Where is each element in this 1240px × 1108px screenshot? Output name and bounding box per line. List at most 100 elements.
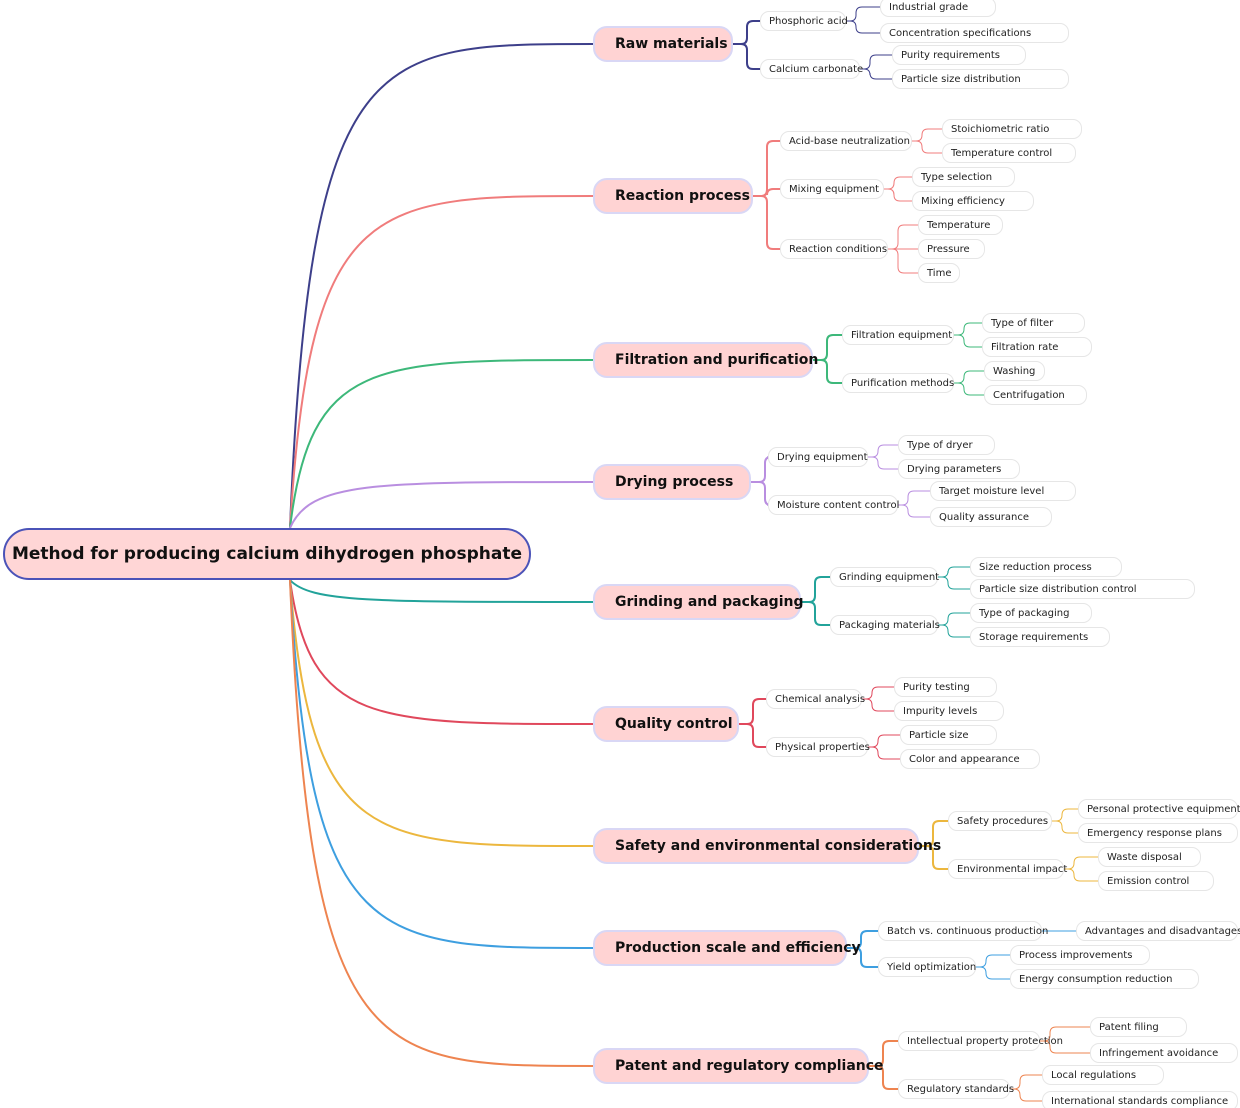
leaf-node-5-0-0[interactable]: Purity testing [894, 677, 997, 697]
sub-link-4-1 [800, 601, 831, 626]
leaf-node-1-2-1[interactable]: Pressure [918, 239, 985, 259]
leaf-node-6-0-0[interactable]: Personal protective equipment [1078, 799, 1240, 819]
leaf-link-5-1-0 [867, 734, 901, 748]
leaf-node-1-2-2[interactable]: Time [918, 263, 960, 283]
branch-link-4 [289, 579, 594, 603]
leaf-node-7-0-0[interactable]: Advantages and disadvantages [1076, 921, 1240, 941]
sub-node-7-0[interactable]: Batch vs. continuous production [878, 921, 1048, 941]
sub-link-7-1 [846, 947, 879, 968]
sub-node-3-0[interactable]: Drying equipment [768, 447, 868, 467]
leaf-node-4-1-0[interactable]: Type of packaging [970, 603, 1092, 623]
leaf-link-5-0-1 [861, 698, 895, 712]
root-node[interactable]: Method for producing calcium dihydrogen … [3, 528, 531, 580]
leaf-node-2-0-0[interactable]: Type of filter [982, 313, 1085, 333]
leaf-link-1-1-0 [883, 176, 913, 190]
sub-node-1-1[interactable]: Mixing equipment [780, 179, 884, 199]
main-node-4[interactable]: Grinding and packaging [593, 584, 804, 620]
main-node-8[interactable]: Patent and regulatory compliance [593, 1048, 884, 1084]
leaf-node-8-1-0[interactable]: Local regulations [1042, 1065, 1164, 1085]
leaf-node-1-2-0[interactable]: Temperature [918, 215, 1003, 235]
main-node-0[interactable]: Raw materials [593, 26, 733, 62]
leaf-node-6-1-1[interactable]: Emission control [1098, 871, 1214, 891]
leaf-link-8-1-1 [1009, 1088, 1043, 1102]
main-node-1[interactable]: Reaction process [593, 178, 753, 214]
sub-node-1-0[interactable]: Acid-base neutralization [780, 131, 912, 151]
leaf-link-0-0-1 [845, 20, 881, 34]
leaf-node-0-0-1[interactable]: Concentration specifications [880, 23, 1069, 43]
sub-link-1-1 [752, 188, 781, 197]
main-node-2[interactable]: Filtration and purification [593, 342, 818, 378]
sub-node-6-0[interactable]: Safety procedures [948, 811, 1052, 831]
sub-node-6-1[interactable]: Environmental impact [948, 859, 1067, 879]
sub-link-1-2 [752, 195, 781, 250]
leaf-node-1-1-1[interactable]: Mixing efficiency [912, 191, 1034, 211]
leaf-node-8-1-1[interactable]: International standards compliance [1042, 1091, 1238, 1108]
sub-node-5-1[interactable]: Physical properties [766, 737, 870, 757]
leaf-link-3-0-0 [867, 444, 899, 458]
leaf-link-3-1-1 [897, 504, 931, 518]
sub-link-2-1 [812, 359, 843, 384]
leaf-node-5-1-0[interactable]: Particle size [900, 725, 997, 745]
sub-link-0-1 [732, 43, 761, 70]
leaf-node-3-1-0[interactable]: Target moisture level [930, 481, 1076, 501]
branch-link-6 [289, 579, 594, 847]
leaf-node-2-1-1[interactable]: Centrifugation [984, 385, 1087, 405]
sub-link-5-0 [738, 698, 767, 725]
leaf-node-6-1-0[interactable]: Waste disposal [1098, 847, 1201, 867]
main-node-3[interactable]: Drying process [593, 464, 751, 500]
leaf-node-4-0-0[interactable]: Size reduction process [970, 557, 1122, 577]
leaf-link-6-0-0 [1051, 808, 1079, 822]
sub-node-2-1[interactable]: Purification methods [842, 373, 954, 393]
leaf-link-2-0-1 [953, 334, 983, 348]
sub-node-3-1[interactable]: Moisture content control [768, 495, 899, 515]
leaf-link-7-1-0 [975, 954, 1011, 968]
leaf-node-0-1-0[interactable]: Purity requirements [892, 45, 1026, 65]
leaf-link-5-0-0 [861, 686, 895, 700]
leaf-node-5-0-1[interactable]: Impurity levels [894, 701, 1004, 721]
leaf-node-3-1-1[interactable]: Quality assurance [930, 507, 1052, 527]
sub-node-8-0[interactable]: Intellectual property protection [898, 1031, 1063, 1051]
leaf-node-3-0-1[interactable]: Drying parameters [898, 459, 1020, 479]
leaf-link-5-1-1 [867, 746, 901, 760]
leaf-link-2-0-0 [953, 322, 983, 336]
leaf-link-0-0-0 [845, 6, 881, 22]
leaf-node-6-0-1[interactable]: Emergency response plans [1078, 823, 1238, 843]
leaf-link-3-0-1 [867, 456, 899, 470]
leaf-node-8-0-0[interactable]: Patent filing [1090, 1017, 1187, 1037]
leaf-node-8-0-1[interactable]: Infringement avoidance [1090, 1043, 1238, 1063]
leaf-node-1-1-0[interactable]: Type selection [912, 167, 1015, 187]
main-node-7[interactable]: Production scale and efficiency [593, 930, 861, 966]
sub-node-2-0[interactable]: Filtration equipment [842, 325, 954, 345]
leaf-link-8-1-0 [1009, 1074, 1043, 1090]
leaf-node-7-1-1[interactable]: Energy consumption reduction [1010, 969, 1199, 989]
leaf-node-0-0-0[interactable]: Industrial grade [880, 0, 996, 17]
main-node-5[interactable]: Quality control [593, 706, 739, 742]
leaf-node-1-0-1[interactable]: Temperature control [942, 143, 1076, 163]
sub-node-5-0[interactable]: Chemical analysis [766, 689, 865, 709]
leaf-node-4-0-1[interactable]: Particle size distribution control [970, 579, 1195, 599]
leaf-link-1-1-1 [883, 188, 913, 202]
leaf-node-2-0-1[interactable]: Filtration rate [982, 337, 1092, 357]
sub-link-8-1 [868, 1065, 899, 1090]
sub-node-8-1[interactable]: Regulatory standards [898, 1079, 1014, 1099]
leaf-node-5-1-1[interactable]: Color and appearance [900, 749, 1040, 769]
leaf-link-8-0-0 [1039, 1026, 1091, 1042]
leaf-link-6-1-1 [1063, 868, 1099, 882]
branch-link-3 [289, 481, 594, 529]
leaf-node-3-0-0[interactable]: Type of dryer [898, 435, 995, 455]
sub-node-0-1[interactable]: Calcium carbonate [760, 59, 863, 79]
sub-node-4-0[interactable]: Grinding equipment [830, 567, 939, 587]
leaf-node-2-1-0[interactable]: Washing [984, 361, 1045, 381]
main-node-6[interactable]: Safety and environmental considerations [593, 828, 941, 864]
sub-node-4-1[interactable]: Packaging materials [830, 615, 940, 635]
leaf-node-7-1-0[interactable]: Process improvements [1010, 945, 1150, 965]
sub-link-5-1 [738, 723, 767, 748]
leaf-link-4-1-1 [937, 624, 971, 638]
sub-node-1-2[interactable]: Reaction conditions [780, 239, 888, 259]
sub-node-0-0[interactable]: Phosphoric acid [760, 11, 848, 31]
sub-node-7-1[interactable]: Yield optimization [878, 957, 976, 977]
leaf-node-1-0-0[interactable]: Stoichiometric ratio [942, 119, 1082, 139]
leaf-node-4-1-1[interactable]: Storage requirements [970, 627, 1110, 647]
leaf-node-0-1-1[interactable]: Particle size distribution [892, 69, 1069, 89]
